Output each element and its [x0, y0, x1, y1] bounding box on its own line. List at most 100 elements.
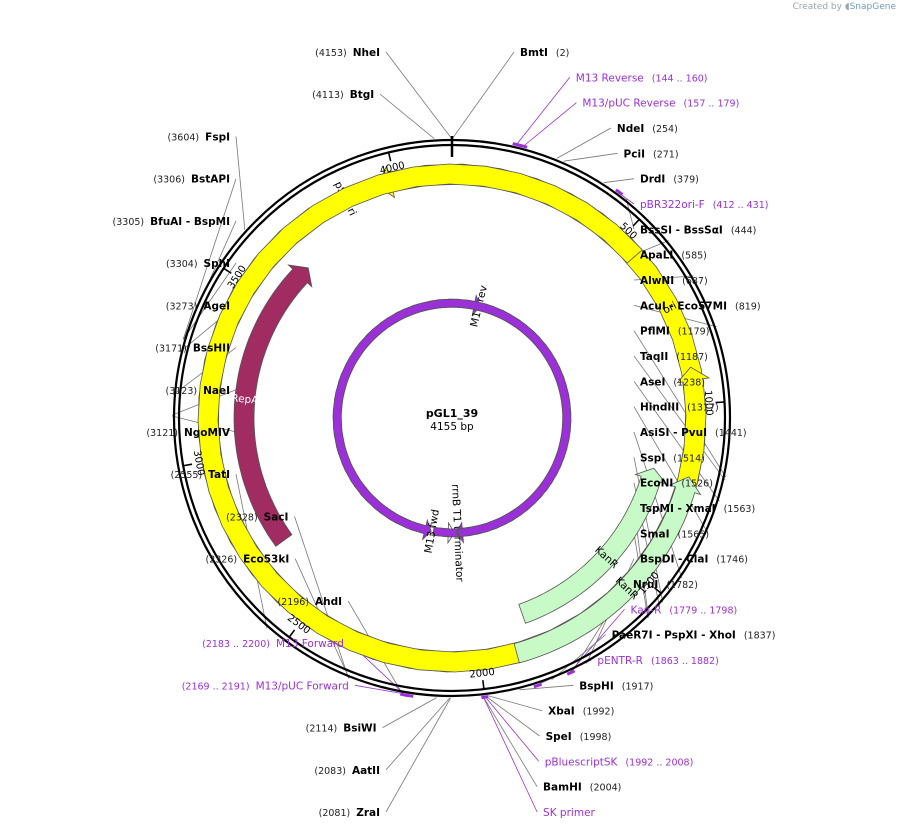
site-label-fspi[interactable]: (3604)FspI — [168, 131, 230, 143]
site-labels: BmtI(2) M13 Reverse(144 .. 160) M13/pUC Re… — [113, 47, 776, 819]
site-label-drdi[interactable]: DrdI(379) — [640, 174, 699, 186]
site-label-bsiwi[interactable]: (2114)BsiWI — [306, 723, 377, 735]
feature-arrow-rrnb-marker[interactable] — [455, 521, 465, 544]
site-label-tspmi-xmai[interactable]: TspMI - XmaI(1563) — [640, 503, 755, 515]
site-label-asei[interactable]: AseI(1238) — [640, 376, 705, 388]
leader-m13-reverse — [515, 77, 571, 146]
primer-mark-pentr-r — [533, 682, 543, 689]
site-label-apali[interactable]: ApaLI(585) — [640, 250, 707, 262]
tick-mark-4000 — [387, 152, 392, 162]
site-label-econi[interactable]: EcoNI(1526) — [640, 478, 713, 490]
tick-mark-1500 — [653, 586, 662, 594]
site-label-nrui[interactable]: NruI(1782) — [633, 579, 698, 591]
site-label-aatii[interactable]: (2083)AatII — [314, 765, 380, 777]
plasmid-name: pGL1_39 — [426, 407, 478, 420]
site-label-naei[interactable]: (3123)NaeI — [166, 385, 231, 397]
tick-label-1000: 1000 — [702, 390, 714, 416]
snapgene-logo-icon: ◖ — [844, 2, 850, 12]
primer-label-pentr-r[interactable]: pENTR-R(1863 .. 1882) — [597, 655, 718, 667]
leader-bsphi — [519, 684, 574, 691]
site-label-ndei[interactable]: NdeI(254) — [617, 123, 678, 135]
site-label-sspi[interactable]: SspI(1514) — [640, 452, 705, 464]
leader-aatii — [385, 697, 450, 771]
feature-arrow-ori[interactable] — [197, 163, 711, 673]
leader-kan-r — [570, 609, 625, 672]
site-label-hindiii[interactable]: HindIII(1317) — [640, 402, 719, 414]
site-label-btgi[interactable]: (4113)BtgI — [312, 89, 374, 101]
site-label-paer7i-pspxi-xhoi[interactable]: PaeR7I - PspXI - XhoI(1837) — [612, 630, 776, 642]
primer-mark-m13-puc-reverse — [517, 143, 528, 149]
feature-arrow-repa[interactable] — [233, 264, 313, 547]
feature-label-repa: RepA — [231, 392, 260, 406]
site-label-bamhi[interactable]: BamHI(2004) — [543, 782, 621, 794]
leader-drdi — [603, 178, 635, 184]
primer-label-m13-forward[interactable]: (2183 .. 2200)M13 Forward — [202, 638, 344, 650]
leader-spei — [485, 695, 540, 737]
site-label-nhei[interactable]: (4153)NheI — [315, 47, 380, 59]
site-label-bfuai-bspmi[interactable]: (3305)BfuAI - BspMI — [113, 216, 230, 228]
primer-mark-m13-puc-forward — [403, 693, 414, 698]
feature-arrow-kanr-2[interactable] — [513, 476, 702, 664]
site-label-asisi-pvui[interactable]: AsiSI - PvuI(1441) — [640, 427, 747, 439]
site-label-bsshii[interactable]: (3171)BssHII — [155, 343, 230, 355]
primer-label-pbr322ori-f[interactable]: pBR322ori-F(412 .. 431) — [640, 199, 768, 211]
leader-asisi-pvui — [633, 431, 683, 579]
credit-prefix: Created by — [792, 2, 842, 12]
feature-arrow-m13-fwd[interactable] — [332, 298, 572, 541]
site-label-zrai[interactable]: (2081)ZraI — [319, 807, 380, 819]
leader-pbluescriptsk — [484, 695, 540, 762]
leader-paer7i-pspxi-xhoi — [551, 634, 606, 681]
leader-bsiwi — [382, 697, 437, 728]
leader-fspi — [235, 136, 246, 230]
credit-brand: SnapGene — [849, 2, 896, 12]
backbone — [172, 136, 732, 698]
primer-mark-kan-r — [566, 669, 576, 676]
site-label-agei[interactable]: (3273)AgeI — [166, 300, 230, 312]
site-label-spei[interactable]: SpeI(1998) — [546, 731, 612, 743]
leader-zrai — [385, 697, 451, 813]
site-label-saci[interactable]: (2328)SacI — [226, 511, 288, 523]
primer-label-kan-r[interactable]: Kan-R(1779 .. 1798) — [631, 604, 738, 616]
feature-arrow-kanr-1[interactable] — [518, 467, 668, 624]
leader-pflmi — [633, 330, 727, 478]
tick-label-2000: 2000 — [469, 667, 496, 681]
site-label-taqii[interactable]: TaqII(1187) — [640, 351, 708, 363]
leader-btgi — [379, 93, 435, 139]
leader-taqii — [633, 355, 726, 481]
tick-mark-3000 — [183, 463, 193, 467]
site-label-tati[interactable]: (2555)TatI — [171, 469, 230, 481]
primer-label-m13-puc-reverse[interactable]: M13/pUC Reverse(157 .. 179) — [582, 98, 739, 110]
site-label-bspdi-clai[interactable]: BspDI - ClaI(1746) — [640, 554, 748, 566]
site-label-ngomiv[interactable]: (3121)NgoMIV — [146, 427, 230, 439]
primer-label-pbluescriptsk[interactable]: pBluescriptSK(1992 .. 2008) — [545, 756, 694, 768]
site-label-sphi[interactable]: (3304)SphI — [166, 258, 230, 270]
leader-sk-primer — [482, 696, 538, 813]
site-label-eco53ki[interactable]: (2326)Eco53kI — [206, 554, 290, 566]
site-label-bstapi[interactable]: (3306)BstAPI — [153, 174, 230, 186]
site-label-bsphi[interactable]: BspHI(1917) — [579, 680, 653, 692]
sk-primer-label[interactable]: SK primer — [543, 807, 595, 819]
leader-ndei — [556, 127, 612, 159]
leader-sspi — [633, 457, 664, 603]
leader-bsssi-bsss-i — [625, 198, 635, 230]
feature-label-ori: ori — [661, 300, 679, 317]
leader-xbai — [487, 695, 543, 712]
site-label-pflmi[interactable]: PflMI(1179) — [640, 326, 709, 338]
leader-bmti — [452, 51, 515, 139]
leader-hindiii — [633, 406, 708, 533]
site-label-smai[interactable]: SmaI(1565) — [640, 528, 709, 540]
primer-label-m13-puc-forward[interactable]: (2169 .. 2191)M13/pUC Forward — [182, 680, 349, 692]
site-label-pcii[interactable]: PciI(271) — [624, 148, 679, 160]
site-label-alwni[interactable]: AlwNI(687) — [640, 275, 708, 287]
site-label-ahdi[interactable]: (2196)AhdI — [277, 596, 342, 608]
leader-nhei — [385, 51, 452, 139]
primer-label-m13-reverse[interactable]: M13 Reverse(144 .. 160) — [576, 72, 708, 84]
site-label-acui-eco57mi[interactable]: AcuI - Eco57MI(819) — [640, 300, 761, 312]
leader-bstapi — [183, 178, 237, 339]
site-label-bmti[interactable]: BmtI(2) — [520, 47, 569, 59]
site-label-xbai[interactable]: XbaI(1992) — [548, 706, 614, 718]
tick-mark-2500 — [288, 629, 296, 638]
site-label-bsssi-bsss-i[interactable]: BssSI - BssSαI(444) — [640, 224, 756, 236]
tick-mark-500 — [632, 218, 640, 227]
